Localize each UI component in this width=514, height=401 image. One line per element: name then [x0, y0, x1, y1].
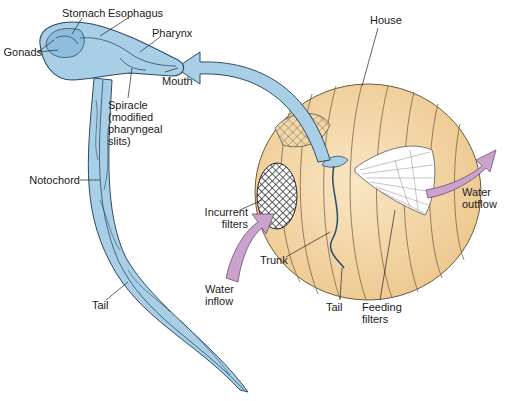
spiracle — [120, 58, 146, 70]
feeding-filter — [355, 146, 435, 215]
part-label: Pharynx — [152, 27, 212, 39]
tail-body — [88, 78, 248, 392]
magnification-arrow — [176, 52, 330, 162]
part-label: Feeding filters — [362, 301, 412, 325]
part-label: Esophagus — [108, 7, 178, 19]
larvacean — [40, 22, 248, 392]
part-label: Water outflow — [462, 186, 506, 210]
leader-lines — [38, 18, 395, 300]
part-label: Incurrent filters — [196, 206, 248, 230]
part-label: Tail — [92, 299, 132, 311]
part-label: Water inflow — [205, 283, 245, 307]
gonads — [56, 36, 78, 44]
feeding-filter-mesh — [360, 150, 434, 213]
larva-in-house — [322, 156, 348, 268]
esophagus-pharynx — [80, 38, 176, 66]
tail-muscle-lines — [96, 100, 230, 375]
stomach — [46, 29, 84, 58]
part-label: House — [370, 14, 420, 26]
part-label: Gonads — [2, 46, 42, 58]
part-label: Spiracle (modified pharyngeal slits) — [108, 99, 172, 147]
part-label: Mouth — [162, 75, 212, 87]
part-label: Tail — [326, 301, 366, 313]
part-label: Trunk — [260, 254, 300, 266]
notochord-line — [99, 80, 244, 390]
part-label: Notochord — [20, 174, 80, 186]
